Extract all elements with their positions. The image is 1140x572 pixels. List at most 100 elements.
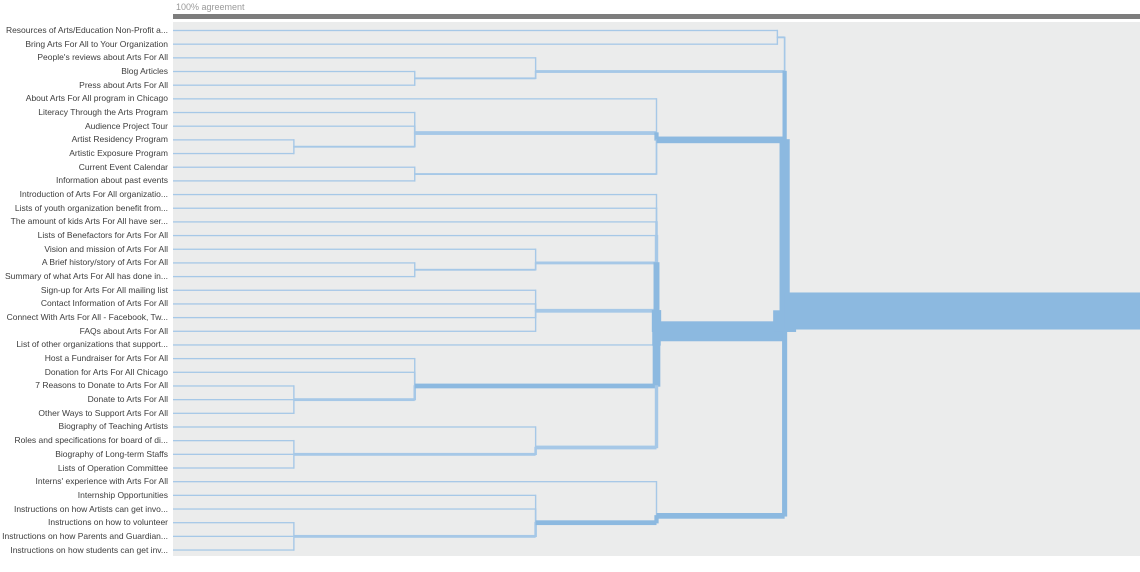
dendrogram-joint <box>293 146 295 155</box>
dendrogram-joint <box>654 515 659 524</box>
dendrogram-joint <box>293 439 295 456</box>
dendrogram-joint <box>414 357 416 373</box>
dendrogram-joint <box>652 344 661 387</box>
dendrogram-joint <box>534 426 537 449</box>
dendrogram-joint <box>534 303 537 312</box>
dendrogram-segment <box>173 166 415 168</box>
dendrogram-joint <box>653 262 660 312</box>
dendrogram-segment <box>414 77 536 80</box>
dendrogram-segment <box>173 29 778 32</box>
leaf-label: Artist Residency Program <box>71 134 168 145</box>
dendrogram-joint <box>779 139 790 312</box>
dendrogram-joint <box>776 29 779 39</box>
leaf-label: Instructions on how students can get inv… <box>10 544 168 555</box>
leaf-label: Bring Arts For All to Your Organization <box>25 38 168 49</box>
dendrogram-segment <box>414 383 657 389</box>
dendrogram-segment <box>173 152 294 155</box>
dendrogram-joint <box>534 248 537 264</box>
dendrogram-joint <box>783 36 786 73</box>
dendrogram-segment <box>173 467 294 469</box>
leaf-label: Roles and specifications for board of di… <box>14 435 168 446</box>
dendrogram-joint <box>534 494 537 510</box>
dendrogram-segment <box>173 139 294 141</box>
dendrogram-joint <box>534 262 537 271</box>
dendrogram-joint <box>534 316 537 332</box>
dendrogram-joint <box>414 269 416 278</box>
dendrogram-segment <box>173 440 294 442</box>
dendrogram-segment <box>293 534 536 538</box>
dendrogram-joint <box>654 234 659 264</box>
dendrogram-joint <box>534 57 537 73</box>
dendrogram-joint <box>534 508 537 524</box>
dendrogram-joint <box>413 385 417 401</box>
leaf-label: Instructions on how Artists can get invo… <box>13 503 168 514</box>
dendrogram-segment <box>535 261 657 265</box>
dendrogram-segment <box>293 452 536 456</box>
dendrogram-segment <box>414 173 657 176</box>
dendrogram-joint <box>413 371 416 387</box>
dendrogram-segment <box>173 98 657 100</box>
dendrogram-segment <box>173 330 536 332</box>
dendrogram-joint <box>414 166 416 175</box>
dendrogram-segment <box>173 262 415 264</box>
dendrogram-segment <box>777 36 785 39</box>
dendrogram-joint <box>413 125 416 134</box>
dendrogram-segment <box>173 70 415 73</box>
dendrogram-segment <box>173 481 657 483</box>
dendrogram-joint <box>534 70 537 80</box>
leaf-label: Other Ways to Support Arts For All <box>38 407 168 418</box>
dendrogram-segment <box>173 385 294 387</box>
dendrogram-joint <box>654 132 659 141</box>
leaf-label: Internship Opportunities <box>77 489 168 500</box>
leaf-label: List of other organizations that support… <box>16 339 168 350</box>
dendrogram-joint <box>414 77 416 86</box>
leaf-label: Press about Arts For All <box>79 79 168 90</box>
leaf-label: Donation for Arts For All Chicago <box>44 366 168 377</box>
dendrogram-segment <box>656 321 785 342</box>
dendrogram-joint <box>414 111 416 127</box>
dendrogram-segment <box>173 84 415 86</box>
leaf-label: Blog Articles <box>121 66 168 77</box>
dendrogram-joint <box>293 521 295 538</box>
dendrogram-segment <box>173 371 415 373</box>
leaf-label: Contact Information of Arts For All <box>40 298 168 309</box>
leaf-label: Biography of Long-term Staffs <box>55 448 168 459</box>
dendrogram-joint <box>413 132 416 148</box>
dendrogram-joint <box>655 207 658 223</box>
dendrogram-segment <box>173 398 294 401</box>
dendrogram-joint <box>655 480 658 517</box>
agreement-slider[interactable] <box>173 14 1140 19</box>
leaf-label: Artistic Exposure Program <box>69 148 168 159</box>
leaf-label-column: Resources of Arts/Education Non-Profit a… <box>0 0 170 572</box>
dendrogram-joint <box>293 453 295 469</box>
dendrogram-segment <box>173 453 294 455</box>
dendrogram-joint <box>534 289 537 305</box>
dendrogram-segment <box>656 136 785 144</box>
leaf-label: A Brief history/story of Arts For All <box>41 257 168 268</box>
leaf-label: Vision and mission of Arts For All <box>44 243 168 254</box>
agreement-axis-label: 100% agreement <box>176 2 245 12</box>
dendrogram-segment <box>293 398 415 402</box>
dendrogram-segment <box>173 207 657 209</box>
leaf-label: Host a Fundraiser for Arts For All <box>44 353 168 364</box>
dendrogram-segment <box>173 412 294 414</box>
dendrogram-joint <box>655 193 658 209</box>
dendrogram-joint <box>782 330 788 517</box>
dendrogram-segment <box>535 445 657 450</box>
dendrogram-segment <box>173 275 415 278</box>
dendrogram-segment <box>173 508 536 510</box>
leaf-label: Instructions on how to volunteer <box>47 517 168 528</box>
leaf-label: The amount of kids Arts For All have ser… <box>10 216 168 227</box>
dendrogram-segment <box>173 248 536 250</box>
dendrogram-joint <box>293 139 295 148</box>
leaf-label: Donate to Arts For All <box>87 394 168 405</box>
dendrogram-segment <box>173 111 415 114</box>
leaf-label: Lists of Benefactors for Arts For All <box>37 230 168 241</box>
leaf-label: Audience Project Tour <box>84 120 168 131</box>
leaf-label: Sign-up for Arts For All mailing list <box>40 284 168 295</box>
dendrogram-segment <box>173 43 778 45</box>
dendrogram-segment <box>173 426 536 428</box>
dendrogram-segment <box>784 292 1140 330</box>
